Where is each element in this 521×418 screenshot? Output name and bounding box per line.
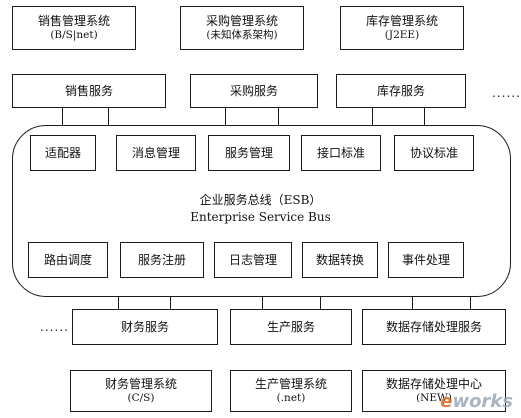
- bus-title: 企业服务总线（ESB）: [199, 193, 322, 207]
- connector: [470, 297, 472, 309]
- connector: [62, 108, 64, 126]
- bus-module-registry: 服务注册: [120, 242, 204, 278]
- connector: [262, 297, 264, 309]
- bus-module-protocol: 协议标准: [394, 135, 474, 171]
- bus-module-transform: 数据转换: [302, 242, 378, 278]
- module-label: 协议标准: [409, 145, 458, 160]
- service-data-storage: 数据存储处理服务: [362, 309, 506, 345]
- system-name: 采购管理系统: [205, 13, 278, 28]
- watermark-rest: works: [452, 391, 513, 412]
- system-name: 生产管理系统: [254, 376, 327, 391]
- system-tech: (NEW): [416, 391, 452, 404]
- connector: [225, 108, 227, 126]
- system-tech: (未知体系架构): [206, 28, 278, 41]
- module-label: 数据转换: [315, 252, 364, 267]
- service-label: 生产服务: [266, 319, 315, 334]
- connector: [108, 108, 110, 126]
- service-label: 财务服务: [120, 319, 169, 334]
- service-label: 数据存储处理服务: [385, 319, 482, 334]
- connector: [372, 108, 374, 126]
- module-label: 事件处理: [401, 252, 450, 267]
- service-sales: 销售服务: [12, 74, 166, 108]
- system-inventory: 库存管理系统 (J2EE): [340, 6, 464, 50]
- watermark-prefix: e: [440, 391, 453, 412]
- module-label: 适配器: [44, 145, 81, 160]
- connector: [278, 108, 280, 126]
- system-name: 销售管理系统: [37, 13, 110, 28]
- service-inventory: 库存服务: [336, 74, 466, 108]
- top-ellipsis: ......: [492, 86, 521, 100]
- connector: [118, 297, 120, 309]
- bus-module-event: 事件处理: [388, 242, 464, 278]
- system-name: 库存管理系统: [365, 13, 438, 28]
- service-label: 采购服务: [229, 83, 278, 98]
- system-tech: (B/S|net): [50, 28, 98, 41]
- bus-module-logging: 日志管理: [214, 242, 292, 278]
- system-purchase: 采购管理系统 (未知体系架构): [180, 6, 304, 50]
- bus-subtitle: Enterprise Service Bus: [190, 210, 331, 224]
- system-name: 财务管理系统: [104, 376, 177, 391]
- module-label: 服务注册: [137, 252, 186, 267]
- system-data-center: 数据存储处理中心 (NEW): [362, 370, 506, 412]
- esb-bus: [12, 125, 511, 297]
- bus-module-service: 服务管理: [208, 135, 290, 171]
- bus-module-routing: 路由调度: [28, 242, 108, 278]
- system-finance: 财务管理系统 (C/S): [70, 370, 212, 412]
- module-label: 服务管理: [224, 145, 273, 160]
- bottom-ellipsis: ......: [40, 320, 69, 334]
- module-label: 路由调度: [43, 252, 92, 267]
- connector: [170, 297, 172, 309]
- service-production: 生产服务: [230, 309, 352, 345]
- connector: [424, 108, 426, 126]
- module-label: 日志管理: [228, 252, 277, 267]
- module-label: 消息管理: [131, 145, 180, 160]
- service-purchase: 采购服务: [190, 74, 318, 108]
- bus-module-adapter: 适配器: [30, 135, 96, 171]
- module-label: 接口标准: [316, 145, 365, 160]
- bus-module-interface: 接口标准: [301, 135, 381, 171]
- system-sales: 销售管理系统 (B/S|net): [12, 6, 136, 50]
- connector: [412, 297, 414, 309]
- system-tech: (.net): [276, 391, 306, 404]
- system-name: 数据存储处理中心: [385, 376, 482, 391]
- service-finance: 财务服务: [72, 309, 218, 345]
- service-label: 库存服务: [376, 83, 425, 98]
- bus-module-message: 消息管理: [116, 135, 196, 171]
- service-label: 销售服务: [64, 83, 113, 98]
- connector: [320, 297, 322, 309]
- system-tech: (J2EE): [384, 28, 420, 41]
- system-production: 生产管理系统 (.net): [230, 370, 352, 412]
- watermark-logo: eworks: [440, 391, 513, 412]
- system-tech: (C/S): [127, 391, 155, 404]
